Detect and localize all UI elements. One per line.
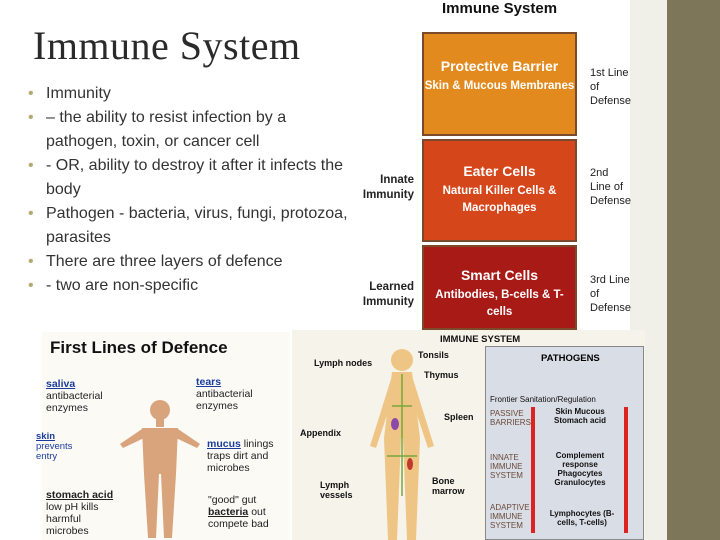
adaptive-immune-items: Lymphocytes (B-cells, T-cells) — [549, 509, 615, 527]
bullet-dot-icon: • — [28, 157, 34, 174]
pathogens-panel: PATHOGENS Frontier Sanitation/Regulation… — [485, 346, 644, 540]
bone-marrow-label: Bone marrow — [432, 476, 465, 496]
human-body-icon — [120, 400, 200, 538]
pathogens-title: PATHOGENS — [541, 353, 600, 364]
pathogen-arrow-icon — [624, 407, 628, 533]
innate-immune-items: Complement response Phagocytes Granulocy… — [554, 451, 606, 487]
lymph-nodes-label: Lymph nodes — [314, 358, 373, 368]
bullet-dot-icon: • — [28, 253, 34, 270]
tonsils-label: Tonsils — [418, 350, 449, 360]
tears-heading: tears — [196, 376, 222, 388]
bacteria-text: out compete bad — [208, 506, 269, 530]
saliva-text: antibacterial enzymes — [46, 390, 103, 414]
tier-heading: Eater Cells — [463, 163, 536, 179]
tears-text: antibacterial enzymes — [196, 388, 253, 412]
side-label-innate: Innate Immunity — [362, 174, 414, 201]
adaptive-immune-label: ADAPTIVE IMMUNE SYSTEM — [490, 503, 530, 530]
bullet-text: Immunity — [46, 85, 111, 102]
stomach-acid-heading: stomach acid — [46, 489, 114, 501]
appendix-label: Appendix — [300, 428, 342, 438]
bullet-item: • - OR, ability to destroy it after it in… — [28, 154, 348, 202]
pathogens-header: Frontier Sanitation/Regulation — [490, 395, 596, 404]
first-lines-title: First Lines of Defence — [50, 338, 228, 357]
slide-edge-band — [667, 0, 720, 540]
mucus-label: mucus linings traps dirt and microbes — [207, 438, 289, 474]
tier-eater-cells: Eater Cells Natural Killer Cells & Macro… — [422, 139, 577, 242]
lymph-vessels-label: Lymph vessels — [320, 480, 353, 500]
tier-subtext: Skin & Mucous Membranes — [424, 80, 575, 92]
tier-level-1: 1st Line of Defense — [590, 67, 631, 107]
bullet-item: • Pathogen - bacteria, virus, fungi, prot… — [28, 202, 348, 250]
bullet-item: • Immunity — [28, 82, 348, 106]
slide-title: Immune System — [33, 23, 301, 68]
skin-heading: skin — [36, 431, 56, 442]
tier-heading: Protective Barrier — [440, 58, 559, 74]
tier-protective-barrier: Protective Barrier Skin & Mucous Membran… — [422, 32, 577, 136]
bullet-text: - OR, ability to destroy it after it inf… — [46, 157, 343, 198]
tier-subtext: Natural Killer Cells & Macrophages — [442, 185, 557, 214]
passive-barriers-items: Skin Mucous Stomach acid — [553, 407, 606, 425]
bullet-text: There are three layers of defence — [46, 253, 283, 270]
saliva-heading: saliva — [46, 378, 76, 390]
passive-barriers-label: PASSIVE BARRIERS — [490, 409, 531, 427]
bullet-list: • Immunity • – the ability to resist infec… — [28, 82, 348, 298]
immune-tier-chart: Immune System Protective Barrier Skin & … — [362, 0, 632, 330]
mucus-heading: mucus — [207, 438, 241, 450]
bullet-dot-icon: • — [28, 205, 34, 222]
innate-immune-label: INNATE IMMUNE SYSTEM — [490, 453, 523, 480]
tier-smart-cells: Smart Cells Antibodies, B-cells & T-cell… — [422, 245, 577, 330]
tier-chart-title: Immune System — [442, 0, 558, 17]
side-label-learned: Learned Immunity — [362, 281, 414, 308]
gut-heading: "good" gut — [208, 494, 257, 506]
pathogen-arrow-icon — [531, 407, 535, 533]
tier-level-3: 3rd Line of Defense — [590, 274, 631, 314]
mucus-text: linings traps dirt and microbes — [207, 438, 274, 474]
bullet-text: – the ability to resist infection by a p… — [46, 109, 287, 150]
bacteria-heading: bacteria — [208, 506, 249, 518]
stomach-acid-text: low pH kills harmful microbes — [46, 501, 99, 537]
immune-system-diagram: IMMUNE SYSTEM Lymph nodes Tonsils Thymus… — [292, 330, 645, 540]
bullet-text: Pathogen - bacteria, virus, fungi, proto… — [46, 205, 348, 246]
bullet-item: • – the ability to resist infection by a … — [28, 106, 348, 154]
skin-text: prevents entry — [36, 441, 73, 462]
spleen-label: Spleen — [444, 412, 474, 422]
tier-level-2: 2nd Line of Defense — [590, 167, 631, 207]
immune-diagram-title: IMMUNE SYSTEM — [440, 334, 521, 345]
thymus-label: Thymus — [424, 370, 459, 380]
lymphatic-body-icon — [370, 349, 434, 540]
bullet-dot-icon: • — [28, 85, 34, 102]
tier-heading: Smart Cells — [460, 267, 539, 283]
bullet-item: • There are three layers of defence — [28, 250, 348, 274]
bullet-text: - two are non-specific — [46, 277, 199, 294]
bullet-item: • - two are non-specific — [28, 274, 348, 298]
tier-subtext: Antibodies, B-cells & T-cells — [435, 289, 564, 318]
bullet-dot-icon: • — [28, 277, 34, 294]
bullet-dot-icon: • — [28, 109, 34, 126]
